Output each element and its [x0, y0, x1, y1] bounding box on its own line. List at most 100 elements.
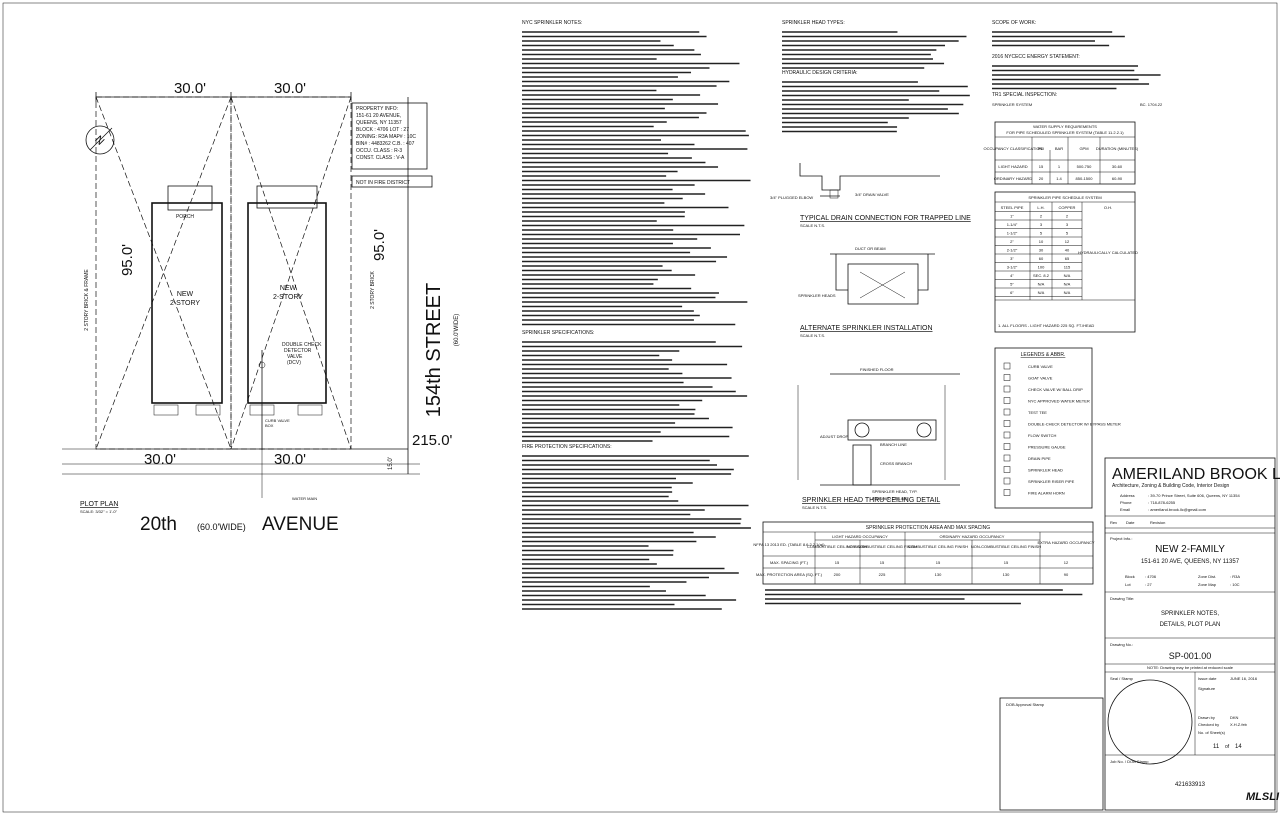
notes-heading: NYC SPRINKLER NOTES: — [522, 20, 582, 26]
address: : 39-70 Prince Street, Suite 606, Queens… — [1148, 493, 1240, 498]
dim-frontage: 215.0' — [412, 432, 453, 449]
table-cell: 15 — [1004, 560, 1009, 565]
table-cell: 10 — [1039, 239, 1044, 244]
property-info-line: 151-61 20 AVENUE, — [356, 113, 401, 119]
legend-item: NYC APPROVED WATER METER — [1028, 399, 1090, 404]
head-title: SPRINKLER HEAD THRU CEILING DETAIL — [802, 497, 940, 504]
bldg-left-label-1: NEW — [177, 291, 194, 298]
map-value: : 10C — [1230, 582, 1240, 587]
table-cell: 2 — [1066, 214, 1069, 219]
table-cell: 20 — [1039, 176, 1044, 181]
zone-label: Zone Dist. — [1198, 574, 1216, 579]
sheets-label: No. of Sheet(s) — [1198, 730, 1226, 735]
detail-label: FINISHED FLOOR — [860, 367, 894, 372]
job-number: 421633913 — [1175, 782, 1206, 788]
sheet-number: 11 — [1213, 744, 1220, 750]
legend-symbol-icon — [1003, 431, 1011, 439]
legend-item: DOUBLE-CHECK DETECTOR W/ BYPASS METER — [1028, 422, 1121, 427]
table-title: FOR PIPE SCHEDULED SPRINKLER SYSTEM (TAB… — [1006, 130, 1124, 135]
property-info-line: CONST. CLASS : V-A — [356, 155, 405, 161]
drawn-label: Drawn by — [1198, 715, 1215, 720]
rev-head: Revision — [1150, 520, 1165, 525]
drawing-title: DETAILS, PLOT PLAN — [1160, 622, 1221, 628]
table-cell: 500-750 — [1077, 164, 1092, 169]
plan-title: PLOT PLAN — [80, 501, 118, 508]
sheet-total: 14 — [1235, 744, 1242, 750]
drawing-note: NOTE: Drawing may be printed at reduced … — [1147, 665, 1234, 670]
notes-heading: SPRINKLER SPECIFICATIONS: — [522, 330, 594, 336]
dim-right-depth: 95.0' — [371, 229, 388, 261]
table-cell: 5 — [1040, 231, 1043, 236]
group-head: LIGHT HAZARD OCCUPANCY — [832, 534, 888, 539]
table-cell: N/A — [1064, 273, 1071, 278]
table-cell: 130 — [1003, 572, 1010, 577]
head-scale: SCALE N.T.S. — [802, 505, 827, 510]
legend-symbol-icon — [1003, 466, 1011, 473]
legend-symbol-icon — [1003, 362, 1011, 370]
table-cell: ORDINARY HAZARD — [994, 176, 1033, 181]
protection-table: SPRINKLER PROTECTION AREA AND MAX SPACIN… — [753, 521, 1095, 605]
table-cell: 3" — [1010, 256, 1014, 261]
detail-drain: 3/4" PLUGGED ELBOW 3/4" DRAIN VALVE TYPI… — [770, 163, 971, 228]
phone: : 718-878-6255 — [1148, 500, 1176, 505]
table-cell: 15 — [835, 560, 840, 565]
table-cell: 12 — [1065, 239, 1070, 244]
legend-symbol-icon — [1003, 420, 1011, 427]
legend-item: TEST TEE — [1028, 410, 1047, 415]
detail-alternate: DUCT OR BEAM SPRINKLER HEADS ALTERNATE S… — [798, 246, 935, 338]
avenue-width: (60.0'WIDE) — [197, 522, 246, 532]
table-cell: 2-1/2" — [1007, 248, 1018, 253]
building-right — [247, 202, 327, 404]
table-cell: 1.4 — [1056, 176, 1062, 181]
street-width: (60.0'WIDE) — [454, 314, 460, 346]
table-cell: 40 — [1065, 248, 1070, 253]
drawing-no: SP-001.00 — [1169, 651, 1212, 661]
plot-plan: 30.0' 30.0' 95.0' 95.0' PORCH NEW 2-STOR… — [62, 80, 460, 535]
legend-item: CHECK VALVE W/ BALL DRIP — [1028, 387, 1083, 392]
property-info-line: QUEENS, NY 11357 — [356, 120, 402, 126]
table-cell: 3 — [1066, 222, 1069, 227]
table-cell: 5 — [1066, 231, 1069, 236]
row-head: NFPA 13 2013 ED. (TABLE 8.6.2.2.1(a)) — [753, 542, 825, 547]
north-arrow-icon — [85, 125, 115, 155]
dim-top-left: 30.0' — [174, 80, 206, 97]
water-supply-table: WATER SUPPLY REQUIREMENTS FOR PIPE SCHED… — [984, 121, 1139, 185]
lot-label: Lot — [1125, 582, 1131, 587]
drain-scale: SCALE N.T.S. — [800, 223, 825, 228]
property-info-box — [351, 102, 428, 170]
schedule-note: HYDRAULICALLY CALCULATED — [1078, 250, 1138, 255]
water-main-label: WATER MAIN — [292, 496, 317, 501]
detector-label-1: DOUBLE CHECK — [282, 342, 322, 348]
notes-heading: FIRE PROTECTION SPECIFICATIONS: — [522, 444, 612, 450]
table-cell: 130 — [935, 572, 942, 577]
table-cell: 65 — [1065, 256, 1070, 261]
property-info-line: ZONING: R3A MAP# : 10C — [356, 134, 416, 140]
detail-label: SPRINKLER HEADS — [798, 293, 836, 298]
bldg-left-label-2: 2-STORY — [170, 300, 200, 307]
table-title: SPRINKLER PROTECTION AREA AND MAX SPACIN… — [866, 525, 990, 531]
table-cell: 850-1500 — [1076, 176, 1094, 181]
address-label: Address — [1120, 493, 1135, 498]
dob-label: DOB Approval Stamp — [1006, 702, 1045, 707]
table-cell: PSI — [1038, 146, 1044, 151]
table-cell: 1-1/4" — [1007, 222, 1018, 227]
sub-head: NON-COMBUSTIBLE CEILING FINISH — [971, 544, 1041, 549]
table-cell: 15 — [1039, 164, 1044, 169]
pipe-schedule-table: SPRINKLER PIPE SCHEDULE SYSTEM STEEL PIP… — [994, 191, 1138, 333]
block-label: Block — [1125, 574, 1135, 579]
table-cell: 1 — [1058, 164, 1061, 169]
zone-value: : R3A — [1230, 574, 1240, 579]
sheet-of: of — [1225, 744, 1230, 750]
signature-label: Signature — [1198, 686, 1216, 691]
detail-label: 3/4" DRAIN VALVE — [855, 192, 889, 197]
seal-label: Seal / Stamp — [1110, 676, 1134, 681]
table-cell: GPM — [1079, 146, 1088, 151]
watermark: MLSLI — [1246, 791, 1280, 803]
sub-head: COMBUSTIBLE CEILING FINISH — [807, 544, 867, 549]
table-title: SPRINKLER PIPE SCHEDULE SYSTEM — [1028, 195, 1101, 200]
issue-label: Issue date — [1198, 676, 1217, 681]
notes-col2: SPRINKLER HEAD TYPES: HYDRAULIC DESIGN C… — [782, 20, 970, 133]
notes-heading: TR1 SPECIAL INSPECTION: — [992, 92, 1057, 98]
table-cell: 30 — [1039, 248, 1044, 253]
map-label: Zone Map — [1198, 582, 1217, 587]
